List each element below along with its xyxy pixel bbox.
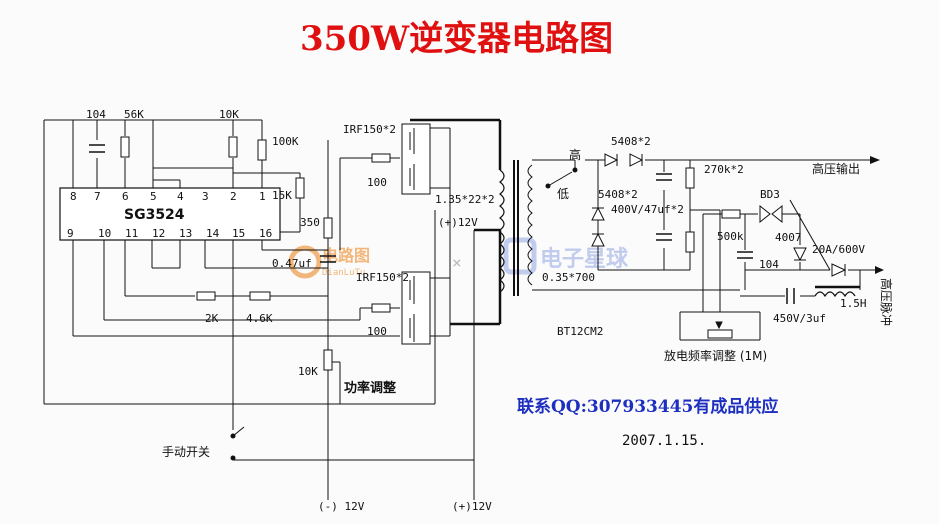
diode-20a (831, 263, 847, 277)
resistor-100k (257, 139, 267, 161)
label-r10k-pot: 10K (298, 365, 318, 378)
label-r350: 350 (300, 216, 320, 229)
label-diode-20a: 20A/600V (812, 243, 865, 256)
hv-selector-switch (545, 167, 578, 189)
sg3524-chip: SG3524 8 7 6 5 4 3 2 1 9 10 11 12 13 14 15 16 (59, 187, 281, 241)
chip-name: SG3524 (124, 207, 185, 223)
resistor-56k (120, 136, 130, 158)
watermark-right-logo: 电子星球 (540, 247, 629, 272)
switch-high-label: 高 (569, 147, 581, 162)
heavy-wires (410, 118, 502, 326)
freq-adjust-label: 放电频率调整 (1M) (664, 348, 767, 363)
chip-pin-12: 12 (152, 227, 165, 240)
resistor-2k (196, 291, 216, 301)
mosfet-pair-top (401, 123, 431, 195)
hv-output-label: 高压输出 (812, 161, 860, 176)
chip-pin-13: 13 (179, 227, 192, 240)
transformer (499, 160, 533, 296)
label-r15k: 15K (272, 189, 292, 202)
switch-low-label: 低 (557, 187, 569, 201)
chip-pin-11: 11 (125, 227, 138, 240)
label-bd3: BD3 (760, 188, 780, 201)
diode-4007 (793, 247, 807, 262)
chip-pin-3: 3 (202, 190, 209, 203)
inductor-1-5h (814, 285, 860, 298)
watermark-right: 电子星球 (503, 237, 629, 275)
pulse-output-arrow (875, 266, 884, 274)
label-mosfet-top: IRF150*2 (343, 123, 396, 136)
diode-5408-mid (591, 206, 605, 247)
resistor-15k (295, 177, 305, 199)
chip-pin-1: 1 (259, 190, 266, 203)
resistor-350 (323, 217, 333, 239)
label-c047: 0.47uf (272, 257, 312, 270)
label-c104: 104 (86, 108, 106, 121)
label-transformer: BT12CM2 (557, 325, 603, 338)
power-adjust-label: 功率调整 (344, 380, 397, 396)
label-r56k: 56K (124, 108, 144, 121)
diac-bd3 (759, 204, 783, 224)
capacitor-450v (786, 288, 795, 304)
label-r46k: 4.6K (246, 312, 273, 325)
label-secondary-winding: 0.35*700 (542, 271, 595, 284)
watermark-separator: × (452, 253, 462, 272)
chip-pin-14: 14 (206, 227, 220, 240)
capacitor-104-top (89, 144, 105, 153)
manual-switch-label: 手动开关 (162, 445, 210, 459)
label-r100-bottom: 100 (367, 325, 387, 338)
label-diode-top: 5408*2 (611, 135, 651, 148)
resistor-100-bottom (371, 303, 391, 313)
label-r500k: 500k (717, 230, 744, 243)
chip-pin-2: 2 (230, 190, 237, 203)
chip-pin-5: 5 (150, 190, 157, 203)
diode-5408-top (604, 153, 644, 167)
label-r100-top: 100 (367, 176, 387, 189)
diagram-title: 350W逆变器电路图 (300, 19, 613, 59)
chip-pin-15: 15 (232, 227, 245, 240)
label-r100k: 100K (272, 135, 299, 148)
capacitor-047uf (320, 255, 336, 263)
potentiometer-1m (707, 321, 733, 339)
label-inductor: 1.5H (840, 297, 867, 310)
pulse-output-label: 高压脉冲 (879, 278, 894, 326)
chip-pin-9: 9 (67, 227, 74, 240)
label-mosfet-bottom: IRF150*2 (356, 271, 409, 284)
label-caps-hv: 400V/47uf*2 (611, 203, 684, 216)
chip-pin-7: 7 (94, 190, 101, 203)
minus-12v-label: (-) 12V (318, 500, 365, 513)
plus-12v-bottom-label: (+)12V (452, 500, 492, 513)
chip-pin-6: 6 (122, 190, 129, 203)
label-c104-right: 104 (759, 258, 779, 271)
watermark-left: 电路图 DianLuTu (288, 245, 370, 279)
chip-pin-8: 8 (70, 190, 77, 203)
hv-output-arrow (870, 156, 880, 164)
watermark-left-sub: DianLuTu (322, 268, 365, 278)
label-r270k: 270k*2 (704, 163, 744, 176)
label-d4007: 4007 (775, 231, 802, 244)
label-primary-winding: 1.35*22*2 (435, 193, 495, 206)
resistor-100-top (371, 153, 391, 163)
label-plus12v-mid: (+)12V (438, 216, 478, 229)
label-cap-450v: 450V/3uf (773, 312, 826, 325)
label-diode-mid: 5408*2 (598, 188, 638, 201)
capacitor-104-right (737, 251, 753, 259)
contact-info: 联系QQ:307933445有成品供应 (517, 396, 778, 417)
resistor-4-6k (249, 291, 271, 301)
manual-switch (230, 426, 245, 461)
label-r2k: 2K (205, 312, 219, 325)
resistor-10k-top (228, 136, 238, 158)
chip-pin-4: 4 (177, 190, 184, 203)
mosfet-pair-bottom (401, 271, 431, 345)
chip-pin-10: 10 (98, 227, 111, 240)
resistor-500k (721, 209, 741, 219)
chip-pin-16: 16 (259, 227, 272, 240)
potentiometer-10k (323, 349, 333, 371)
wires (43, 119, 475, 500)
capacitors-400v (656, 173, 672, 241)
diagram-date: 2007.1.15. (622, 433, 706, 449)
label-r10k-top: 10K (219, 108, 239, 121)
watermark-left-logo: 电路图 (322, 246, 370, 265)
